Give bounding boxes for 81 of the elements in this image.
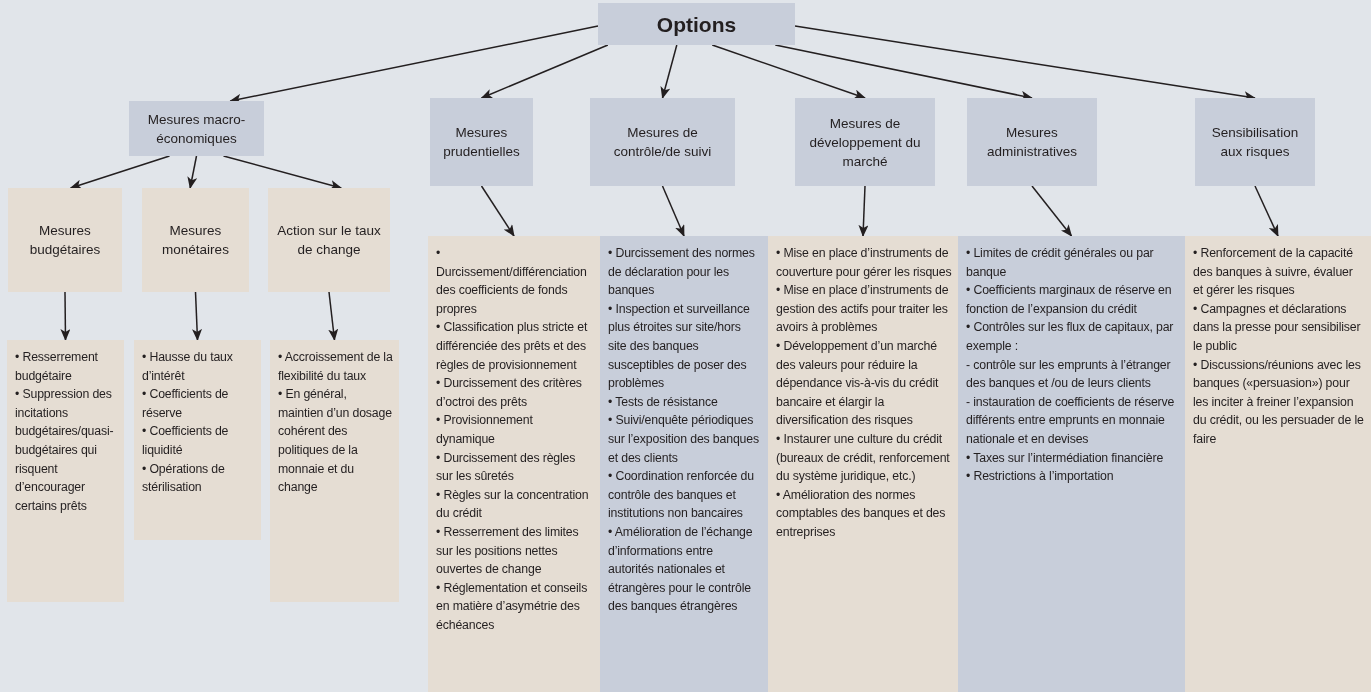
measures-panel xyxy=(600,236,768,692)
arrow xyxy=(480,185,515,237)
list-item: • Inspection et surveillance plus étroites sur site/hors site des banques susceptibles de poser des problèmes xyxy=(608,300,751,393)
category-box xyxy=(129,101,264,156)
category-label: Action sur le taux de change xyxy=(276,222,382,259)
title-text: Options xyxy=(656,14,737,34)
category-box xyxy=(967,98,1097,186)
arrow xyxy=(660,44,678,99)
list-item: • Resserrement des limites sur les positions nettes ouvertes de change xyxy=(436,523,580,579)
arrow xyxy=(858,185,869,237)
list-item: • Resserrement budgétaire xyxy=(15,349,99,385)
list-item: • Règles sur la concentration du crédit xyxy=(436,486,590,523)
arrow xyxy=(661,185,685,237)
list-item: • Durcissement des normes de déclaration pour les banques xyxy=(608,245,756,300)
list-item: • Amélioration de l’échange d’informations entre autorités nationales et étrangères pour le contrôle des banques étrangères xyxy=(608,523,754,616)
list-item: • Taxes sur l’intermédiation financière xyxy=(966,449,1165,467)
measures-panel xyxy=(768,236,958,692)
arrow xyxy=(711,44,866,100)
list-item: • Discussions/réunions avec les banques («persuasion») pour les inciter à freiner l’expansion du crédit, ou les persuader de le faire xyxy=(1193,356,1365,448)
list-item: • Renforcement de la capacité des banques à suivre, évaluer et gérer les risques xyxy=(1193,245,1354,300)
list-item: • Instaurer une culture du crédit (bureaux de crédit, renforcement du système juridique, etc.) xyxy=(776,430,951,486)
list-item: • Développement d’un marché des valeurs pour réduire la dépendance vis-à-vis du crédit bancaire et élargir la diversification des risques xyxy=(776,337,940,430)
arrow xyxy=(229,25,599,104)
measures-panel xyxy=(1185,236,1371,692)
list-item: • Classification plus stricte et différenciée des prêts et des règles de provisionnement xyxy=(436,319,589,374)
title-box xyxy=(598,3,795,45)
category-box xyxy=(795,98,935,186)
measures-panel xyxy=(134,340,261,540)
list-item: • Amélioration des normes comptables des banques et des entreprises xyxy=(776,486,947,541)
list-item: • Coefficients de réserve xyxy=(142,386,230,422)
list-item: • Durcissement des règles sur les sûretés xyxy=(436,449,577,486)
list-item: • Mise en place d’instruments de gestion des actifs pour traiter les avoirs à problèmes xyxy=(776,282,950,337)
list-item: • Coordination renforcée du contrôle des banques et institutions non bancaires xyxy=(608,468,755,523)
category-label: Mesures macro-économiques xyxy=(146,110,247,148)
arrow xyxy=(774,44,1033,101)
category-label: Mesures administratives xyxy=(986,124,1078,161)
category-label: Mesures monétaires xyxy=(161,222,230,259)
list-item: • Réglementation et conseils en matière d’asymétrie des échéances xyxy=(436,579,589,634)
category-box xyxy=(1195,98,1315,186)
measures-panel xyxy=(958,236,1185,692)
list-item: • Limites de crédit générales ou par banque xyxy=(966,245,1155,281)
list-item: • Suivi/enquête périodiques sur l’exposition des banques et des clients xyxy=(608,412,760,467)
arrow xyxy=(60,291,71,341)
list-item: • Durcissement des critères d’octroi des prêts xyxy=(436,375,583,411)
arrow xyxy=(187,155,198,189)
category-box xyxy=(8,188,122,292)
category-label: Sensibilisation aux risques xyxy=(1210,124,1300,161)
list-item: • Accroissement de la flexibilité du taux xyxy=(278,349,393,385)
category-box xyxy=(268,188,390,292)
arrow xyxy=(69,155,171,190)
arrow xyxy=(480,44,609,99)
category-label: Mesures budgétaires xyxy=(28,222,102,259)
category-label: Mesures prudentielles xyxy=(442,124,521,161)
arrow xyxy=(1254,185,1279,237)
category-box xyxy=(590,98,735,186)
list-item: • Suppression des incitations budgétaires/quasi-budgétaires qui risquent d’encourager certains prêts xyxy=(15,386,115,515)
list-item: • Coefficients de liquidité xyxy=(142,423,230,459)
category-label: Mesures de développement du marché xyxy=(808,114,922,171)
arrow xyxy=(192,291,203,341)
list-item: • Campagnes et déclarations dans la presse pour sensibiliser le public xyxy=(1193,300,1362,355)
list-item: • Tests de résistance xyxy=(608,393,719,411)
list-item: • Durcissement/différenciation des coefficients de fonds propres xyxy=(436,245,588,318)
list-item: - contrôle sur les emprunts à l’étranger des banques et /ou de leurs clients xyxy=(966,356,1172,393)
list-item: • Opérations de stérilisation xyxy=(142,460,226,497)
arrow xyxy=(328,291,339,341)
list-item: • Restrictions à l’importation xyxy=(966,468,1115,486)
arrow xyxy=(1031,185,1073,237)
list-item: • Provisionnement dynamique xyxy=(436,412,534,448)
category-label: Mesures de contrôle/de suivi xyxy=(612,124,713,161)
list-item: • Coefficients marginaux de réserve en fonction de l’expansion du crédit xyxy=(966,282,1173,318)
list-item: - instauration de coefficients de réserve différents entre emprunts en monnaie nationale et en devises xyxy=(966,393,1176,448)
list-item: • Hausse du taux d’intérêt xyxy=(142,349,234,385)
measures-panel xyxy=(7,340,124,602)
arrow xyxy=(222,155,343,190)
list-item: • Contrôles sur les flux de capitaux, par exemple : xyxy=(966,319,1175,355)
list-item: • En général, maintien d’un dosage cohérent des politiques de la monnaie et du change xyxy=(278,386,393,497)
category-box xyxy=(142,188,249,292)
category-box xyxy=(430,98,533,186)
measures-panel xyxy=(428,236,600,692)
measures-panel xyxy=(270,340,399,602)
list-item: • Mise en place d’instruments de couverture pour gérer les risques xyxy=(776,245,952,281)
